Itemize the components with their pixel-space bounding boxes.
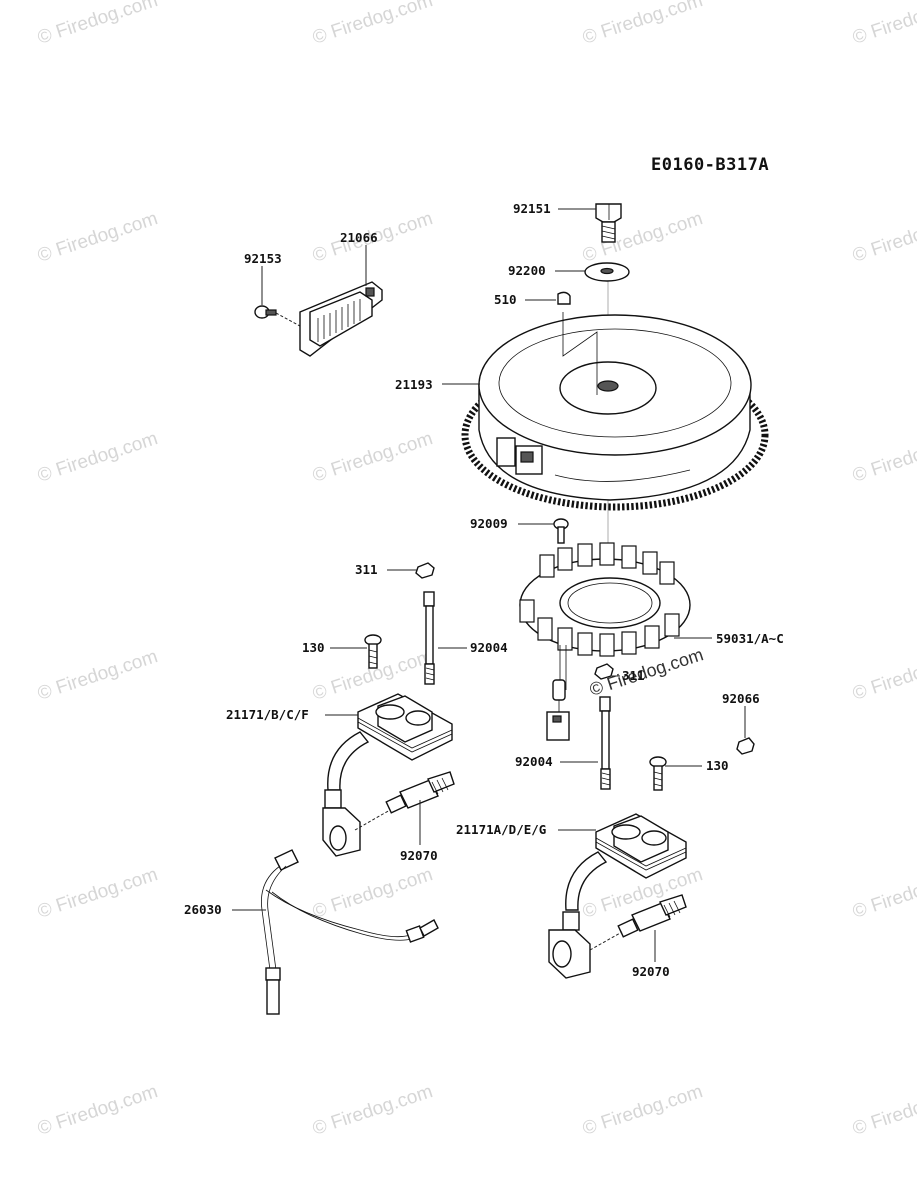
nut-92066 — [736, 737, 755, 755]
watermark: © Firedog.com — [35, 428, 160, 487]
stator-connector — [546, 679, 570, 741]
bolt-92151 — [595, 203, 622, 243]
leader-lines — [232, 208, 746, 962]
wire-harness-26030 — [261, 849, 439, 1015]
label-21193: 21193 — [395, 377, 433, 392]
label-21171-right: 21171A/D/E/G — [456, 822, 546, 837]
label-92070-right: 92070 — [632, 964, 670, 979]
watermark-layer: © Firedog.com © Firedog.com © Firedog.co… — [35, 0, 917, 1140]
screw-92009 — [553, 518, 569, 544]
label-21171-left: 21171/B/C/F — [226, 707, 309, 722]
watermark: © Firedog.com — [35, 1081, 160, 1140]
watermark: © Firedog.com — [850, 864, 917, 923]
screw-130-right — [649, 756, 667, 791]
watermark: © Firedog.com — [35, 646, 160, 705]
label-92066: 92066 — [722, 691, 760, 706]
label-510: 510 — [494, 292, 517, 307]
stud-92004-right — [599, 696, 611, 790]
flywheel-21193 — [461, 314, 769, 511]
label-21066: 21066 — [340, 230, 378, 245]
part-labels: 92151 92200 510 21193 92153 21066 92009 … — [184, 201, 784, 979]
ignition-coil-21171-left — [322, 693, 453, 857]
spark-plug-92070-left — [385, 771, 455, 814]
label-130-right: 130 — [706, 758, 729, 773]
watermark: © Firedog.com — [850, 1081, 917, 1140]
label-92151: 92151 — [513, 201, 551, 216]
key-510-leader — [562, 312, 598, 395]
key-510 — [557, 291, 571, 305]
watermark: © Firedog.com — [850, 0, 917, 49]
watermark: © Firedog.com — [850, 208, 917, 267]
label-92009: 92009 — [470, 516, 508, 531]
regulator-21066 — [299, 281, 383, 357]
label-92070-left: 92070 — [400, 848, 438, 863]
washer-92200 — [584, 262, 630, 282]
watermark: © Firedog.com — [310, 1081, 435, 1140]
watermark: © Firedog.com — [310, 0, 435, 49]
screw-92153 — [254, 305, 277, 319]
label-92004-left: 92004 — [470, 640, 508, 655]
label-130-left: 130 — [302, 640, 325, 655]
watermark: © Firedog.com — [850, 428, 917, 487]
spark-plug-right-path — [589, 931, 623, 951]
screw-130-left — [364, 634, 382, 669]
label-26030: 26030 — [184, 902, 222, 917]
label-311-right: 311 — [622, 668, 645, 683]
stator-59031 — [519, 542, 691, 690]
watermark: © Firedog.com — [35, 0, 160, 49]
label-59031: 59031/A~C — [716, 631, 784, 646]
spark-plug-left-path — [354, 809, 391, 831]
label-311-left: 311 — [355, 562, 378, 577]
diagram-reference-code: E0160-B317A — [651, 155, 769, 175]
ignition-coil-21171-right — [548, 813, 687, 979]
label-92153: 92153 — [244, 251, 282, 266]
nut-311-left — [415, 562, 435, 579]
watermark: © Firedog.com — [580, 1081, 705, 1140]
nut-311-right — [594, 663, 614, 680]
screw-92153-path — [275, 312, 301, 327]
watermark: © Firedog.com — [310, 428, 435, 487]
label-92004-right: 92004 — [515, 754, 553, 769]
spark-plug-92070-right — [617, 894, 687, 938]
stud-92004-left — [423, 591, 435, 685]
label-92200: 92200 — [508, 263, 546, 278]
watermark: © Firedog.com — [310, 864, 435, 923]
watermark: © Firedog.com — [580, 0, 705, 49]
watermark: © Firedog.com — [35, 208, 160, 267]
watermark: © Firedog.com — [850, 646, 917, 705]
watermark: © Firedog.com — [35, 864, 160, 923]
